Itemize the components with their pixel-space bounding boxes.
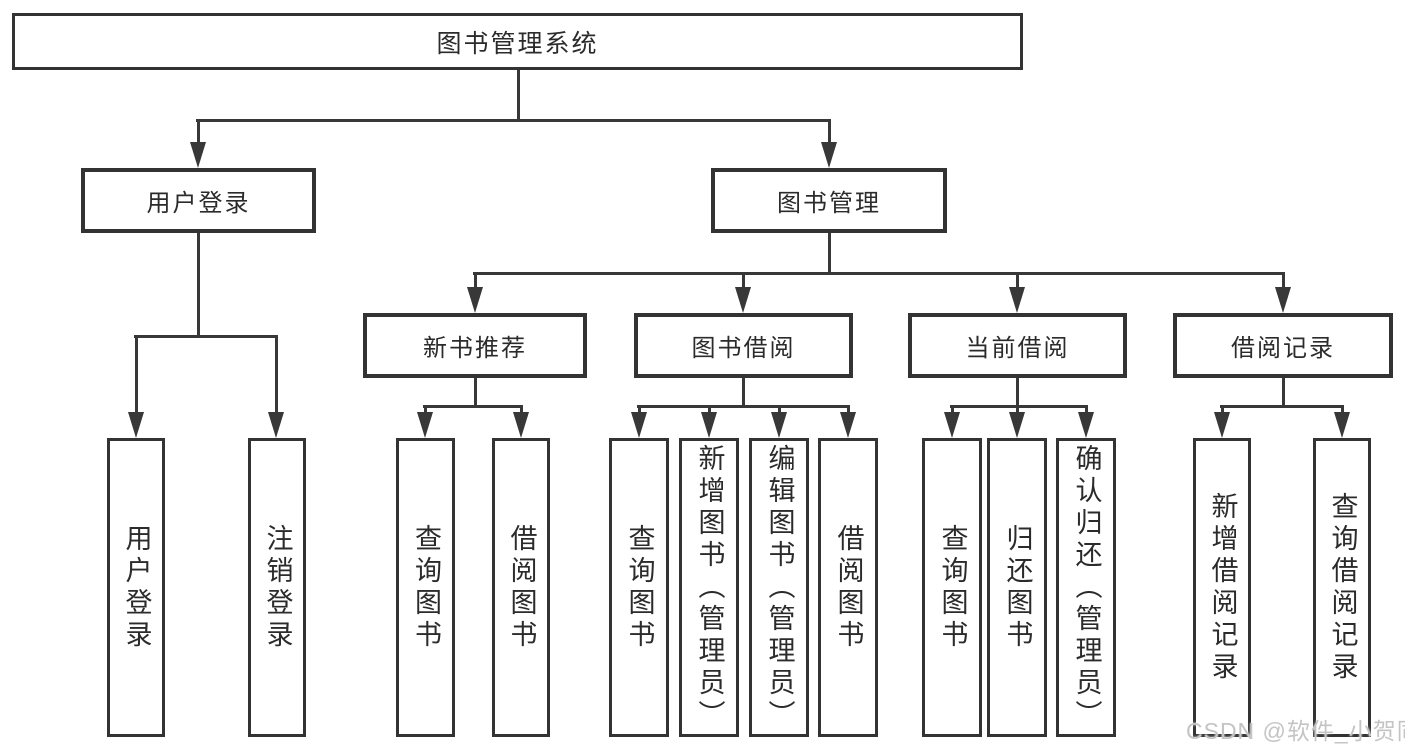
leaf-query-books-recommend: 查询图书 bbox=[396, 438, 455, 737]
csdn-watermark: CSDN @软件_小贺同学 bbox=[1186, 718, 1405, 744]
connector-line bbox=[742, 272, 745, 291]
node-book-borrowing: 图书借阅 bbox=[634, 313, 853, 378]
node-user-login-label: 用户登录 bbox=[146, 190, 251, 217]
arrowhead-down-icon bbox=[1009, 412, 1025, 438]
arrowhead-down-icon bbox=[821, 142, 837, 168]
connector-line bbox=[197, 233, 200, 338]
node-current-borrowing-label: 当前借阅 bbox=[965, 335, 1070, 362]
connector-line bbox=[742, 378, 745, 407]
arrowhead-down-icon bbox=[467, 287, 483, 313]
leaf-add-book-admin: 新增图书（管理员） bbox=[679, 438, 739, 737]
connector-line bbox=[134, 335, 278, 338]
arrowhead-down-icon bbox=[268, 412, 284, 438]
leaf-borrow-books-label: 借阅图书 bbox=[833, 523, 864, 652]
connector-line bbox=[828, 119, 831, 146]
arrowhead-down-icon bbox=[417, 412, 433, 438]
node-library-system-label: 图书管理系统 bbox=[436, 29, 599, 58]
node-book-management: 图书管理 bbox=[711, 168, 947, 233]
connector-line bbox=[135, 335, 138, 416]
connector-line bbox=[778, 405, 781, 416]
connector-line bbox=[1341, 405, 1344, 416]
connector-line bbox=[1016, 272, 1019, 291]
connector-line bbox=[196, 119, 831, 122]
connector-line bbox=[1220, 405, 1344, 408]
leaf-query-books-current: 查询图书 bbox=[922, 438, 982, 737]
leaf-query-borrow-record-label: 查询借阅记录 bbox=[1327, 491, 1358, 684]
connector-line bbox=[424, 405, 427, 416]
connector-line bbox=[637, 405, 850, 408]
connector-line bbox=[1282, 378, 1285, 407]
leaf-borrow-books-recommend-label: 借阅图书 bbox=[506, 523, 537, 652]
connector-line bbox=[1282, 272, 1285, 291]
connector-line bbox=[1016, 405, 1019, 416]
leaf-query-books-recommend-label: 查询图书 bbox=[411, 523, 441, 652]
arrowhead-down-icon bbox=[1078, 412, 1094, 438]
connector-line bbox=[1221, 405, 1224, 416]
arrowhead-down-icon bbox=[1334, 412, 1350, 438]
leaf-add-book-admin-label: 新增图书（管理员） bbox=[694, 443, 725, 732]
connector-line bbox=[847, 405, 850, 416]
connector-line bbox=[520, 405, 523, 416]
node-new-book-recommend-label: 新书推荐 bbox=[423, 335, 527, 362]
leaf-return-books: 归还图书 bbox=[987, 438, 1047, 737]
arrowhead-down-icon bbox=[190, 142, 206, 168]
node-new-book-recommend: 新书推荐 bbox=[363, 313, 587, 378]
node-current-borrowing: 当前借阅 bbox=[908, 313, 1127, 378]
arrowhead-down-icon bbox=[513, 412, 529, 438]
arrowhead-down-icon bbox=[631, 412, 647, 438]
connector-line bbox=[473, 272, 1285, 275]
node-book-borrowing-label: 图书借阅 bbox=[691, 335, 796, 362]
node-borrowing-records: 借阅记录 bbox=[1173, 313, 1393, 378]
leaf-query-books-current-label: 查询图书 bbox=[937, 523, 968, 652]
leaf-add-borrow-record-label: 新增借阅记录 bbox=[1207, 491, 1238, 684]
connector-line bbox=[474, 378, 477, 407]
leaf-edit-book-admin-label: 编辑图书（管理员） bbox=[764, 443, 795, 732]
connector-line bbox=[275, 335, 278, 416]
node-book-management-label: 图书管理 bbox=[777, 190, 881, 217]
arrowhead-down-icon bbox=[840, 412, 856, 438]
leaf-user-login: 用户登录 bbox=[107, 438, 165, 737]
leaf-query-borrow-record: 查询借阅记录 bbox=[1313, 438, 1371, 737]
connector-line bbox=[517, 70, 520, 121]
leaf-query-books-borrow-label: 查询图书 bbox=[624, 523, 655, 652]
connector-line bbox=[474, 272, 477, 291]
connector-line bbox=[197, 119, 200, 146]
arrowhead-down-icon bbox=[1214, 412, 1230, 438]
leaf-borrow-books: 借阅图书 bbox=[818, 438, 878, 737]
arrowhead-down-icon bbox=[771, 412, 787, 438]
leaf-user-login-label: 用户登录 bbox=[121, 523, 152, 652]
node-user-login: 用户登录 bbox=[81, 168, 316, 233]
arrowhead-down-icon bbox=[944, 412, 960, 438]
leaf-confirm-return-admin-label: 确认归还（管理员） bbox=[1071, 443, 1102, 732]
connector-line bbox=[638, 405, 641, 416]
leaf-query-books-borrow: 查询图书 bbox=[609, 438, 669, 737]
node-borrowing-records-label: 借阅记录 bbox=[1231, 335, 1335, 362]
connector-line bbox=[1085, 405, 1088, 416]
connector-line bbox=[1016, 378, 1019, 407]
leaf-return-books-label: 归还图书 bbox=[1002, 523, 1033, 652]
connector-line bbox=[423, 405, 523, 408]
leaf-add-borrow-record: 新增借阅记录 bbox=[1193, 438, 1251, 737]
leaf-logout: 注销登录 bbox=[248, 438, 306, 737]
arrowhead-down-icon bbox=[701, 412, 717, 438]
connector-line bbox=[708, 405, 711, 416]
leaf-borrow-books-recommend: 借阅图书 bbox=[492, 438, 550, 737]
leaf-edit-book-admin: 编辑图书（管理员） bbox=[749, 438, 809, 737]
connector-line bbox=[950, 405, 1088, 408]
leaf-confirm-return-admin: 确认归还（管理员） bbox=[1056, 438, 1116, 737]
connector-line bbox=[951, 405, 954, 416]
node-library-system: 图书管理系统 bbox=[12, 13, 1023, 70]
leaf-logout-label: 注销登录 bbox=[262, 523, 293, 652]
arrowhead-down-icon bbox=[128, 412, 144, 438]
arrowhead-down-icon bbox=[1275, 287, 1291, 313]
arrowhead-down-icon bbox=[1009, 287, 1025, 313]
arrowhead-down-icon bbox=[735, 287, 751, 313]
connector-line bbox=[828, 233, 831, 274]
